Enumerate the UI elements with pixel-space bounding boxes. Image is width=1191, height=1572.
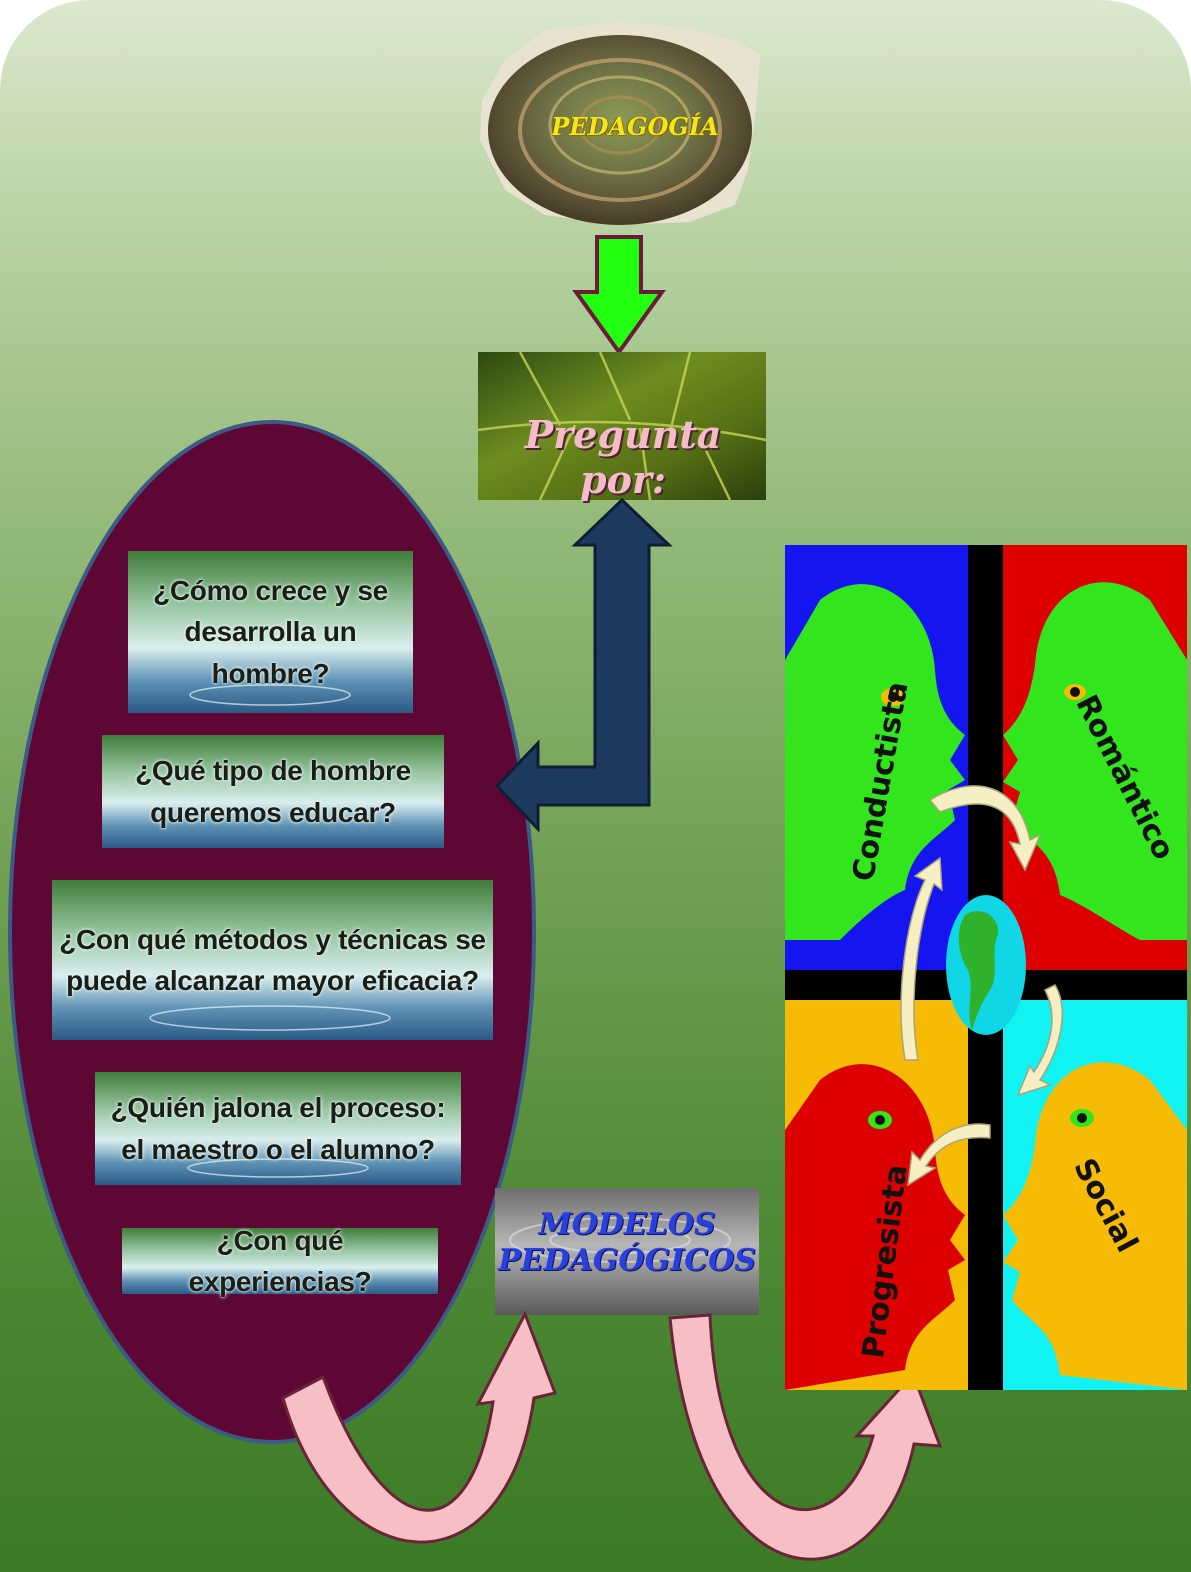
down-arrow [572, 235, 666, 356]
modelos-line-2: PEDAGÓGICOS [498, 1243, 756, 1278]
modelos-line-1: MODELOS [538, 1207, 716, 1242]
water-image [495, 1188, 759, 1315]
model-label-conductista: Conductista [846, 679, 916, 884]
curved-arrow-to-models-image [668, 1313, 943, 1561]
question-3: ¿Con qué métodos y técnicas se puede alc… [59, 923, 486, 996]
shell-image [480, 22, 760, 225]
question-5: ¿Con qué experiencias? [188, 1224, 372, 1297]
question-backgrounds [52, 551, 493, 1294]
curved-arrow-to-modelos [281, 1310, 558, 1544]
head-silhouette [1003, 582, 1187, 940]
model-label-progresista: Progresista [856, 1162, 915, 1361]
question-2: ¿Qué tipo de hombre queremos educar? [135, 755, 411, 828]
leaf-image [477, 351, 767, 501]
question-1: ¿Cómo crece y se desarrolla un hombre? [153, 574, 388, 689]
head-silhouette [785, 1064, 965, 1390]
diagram-title: PEDAGOGÍA [551, 112, 719, 141]
models-image [785, 545, 1187, 1390]
head-silhouette [1003, 1062, 1187, 1390]
modelos-box-label: MODELOS PEDAGÓGICOS [496, 1207, 758, 1279]
globe-icon [946, 895, 1026, 1035]
diagram-subtitle: Pregunta por: [524, 412, 722, 502]
model-label-romantico: Romántico [1068, 689, 1182, 866]
question-4: ¿Quién jalona el proceso: el maestro o e… [110, 1092, 446, 1165]
model-label-social: Social [1066, 1152, 1145, 1259]
blue-elbow-arrow [494, 497, 673, 833]
head-silhouette [785, 584, 965, 940]
